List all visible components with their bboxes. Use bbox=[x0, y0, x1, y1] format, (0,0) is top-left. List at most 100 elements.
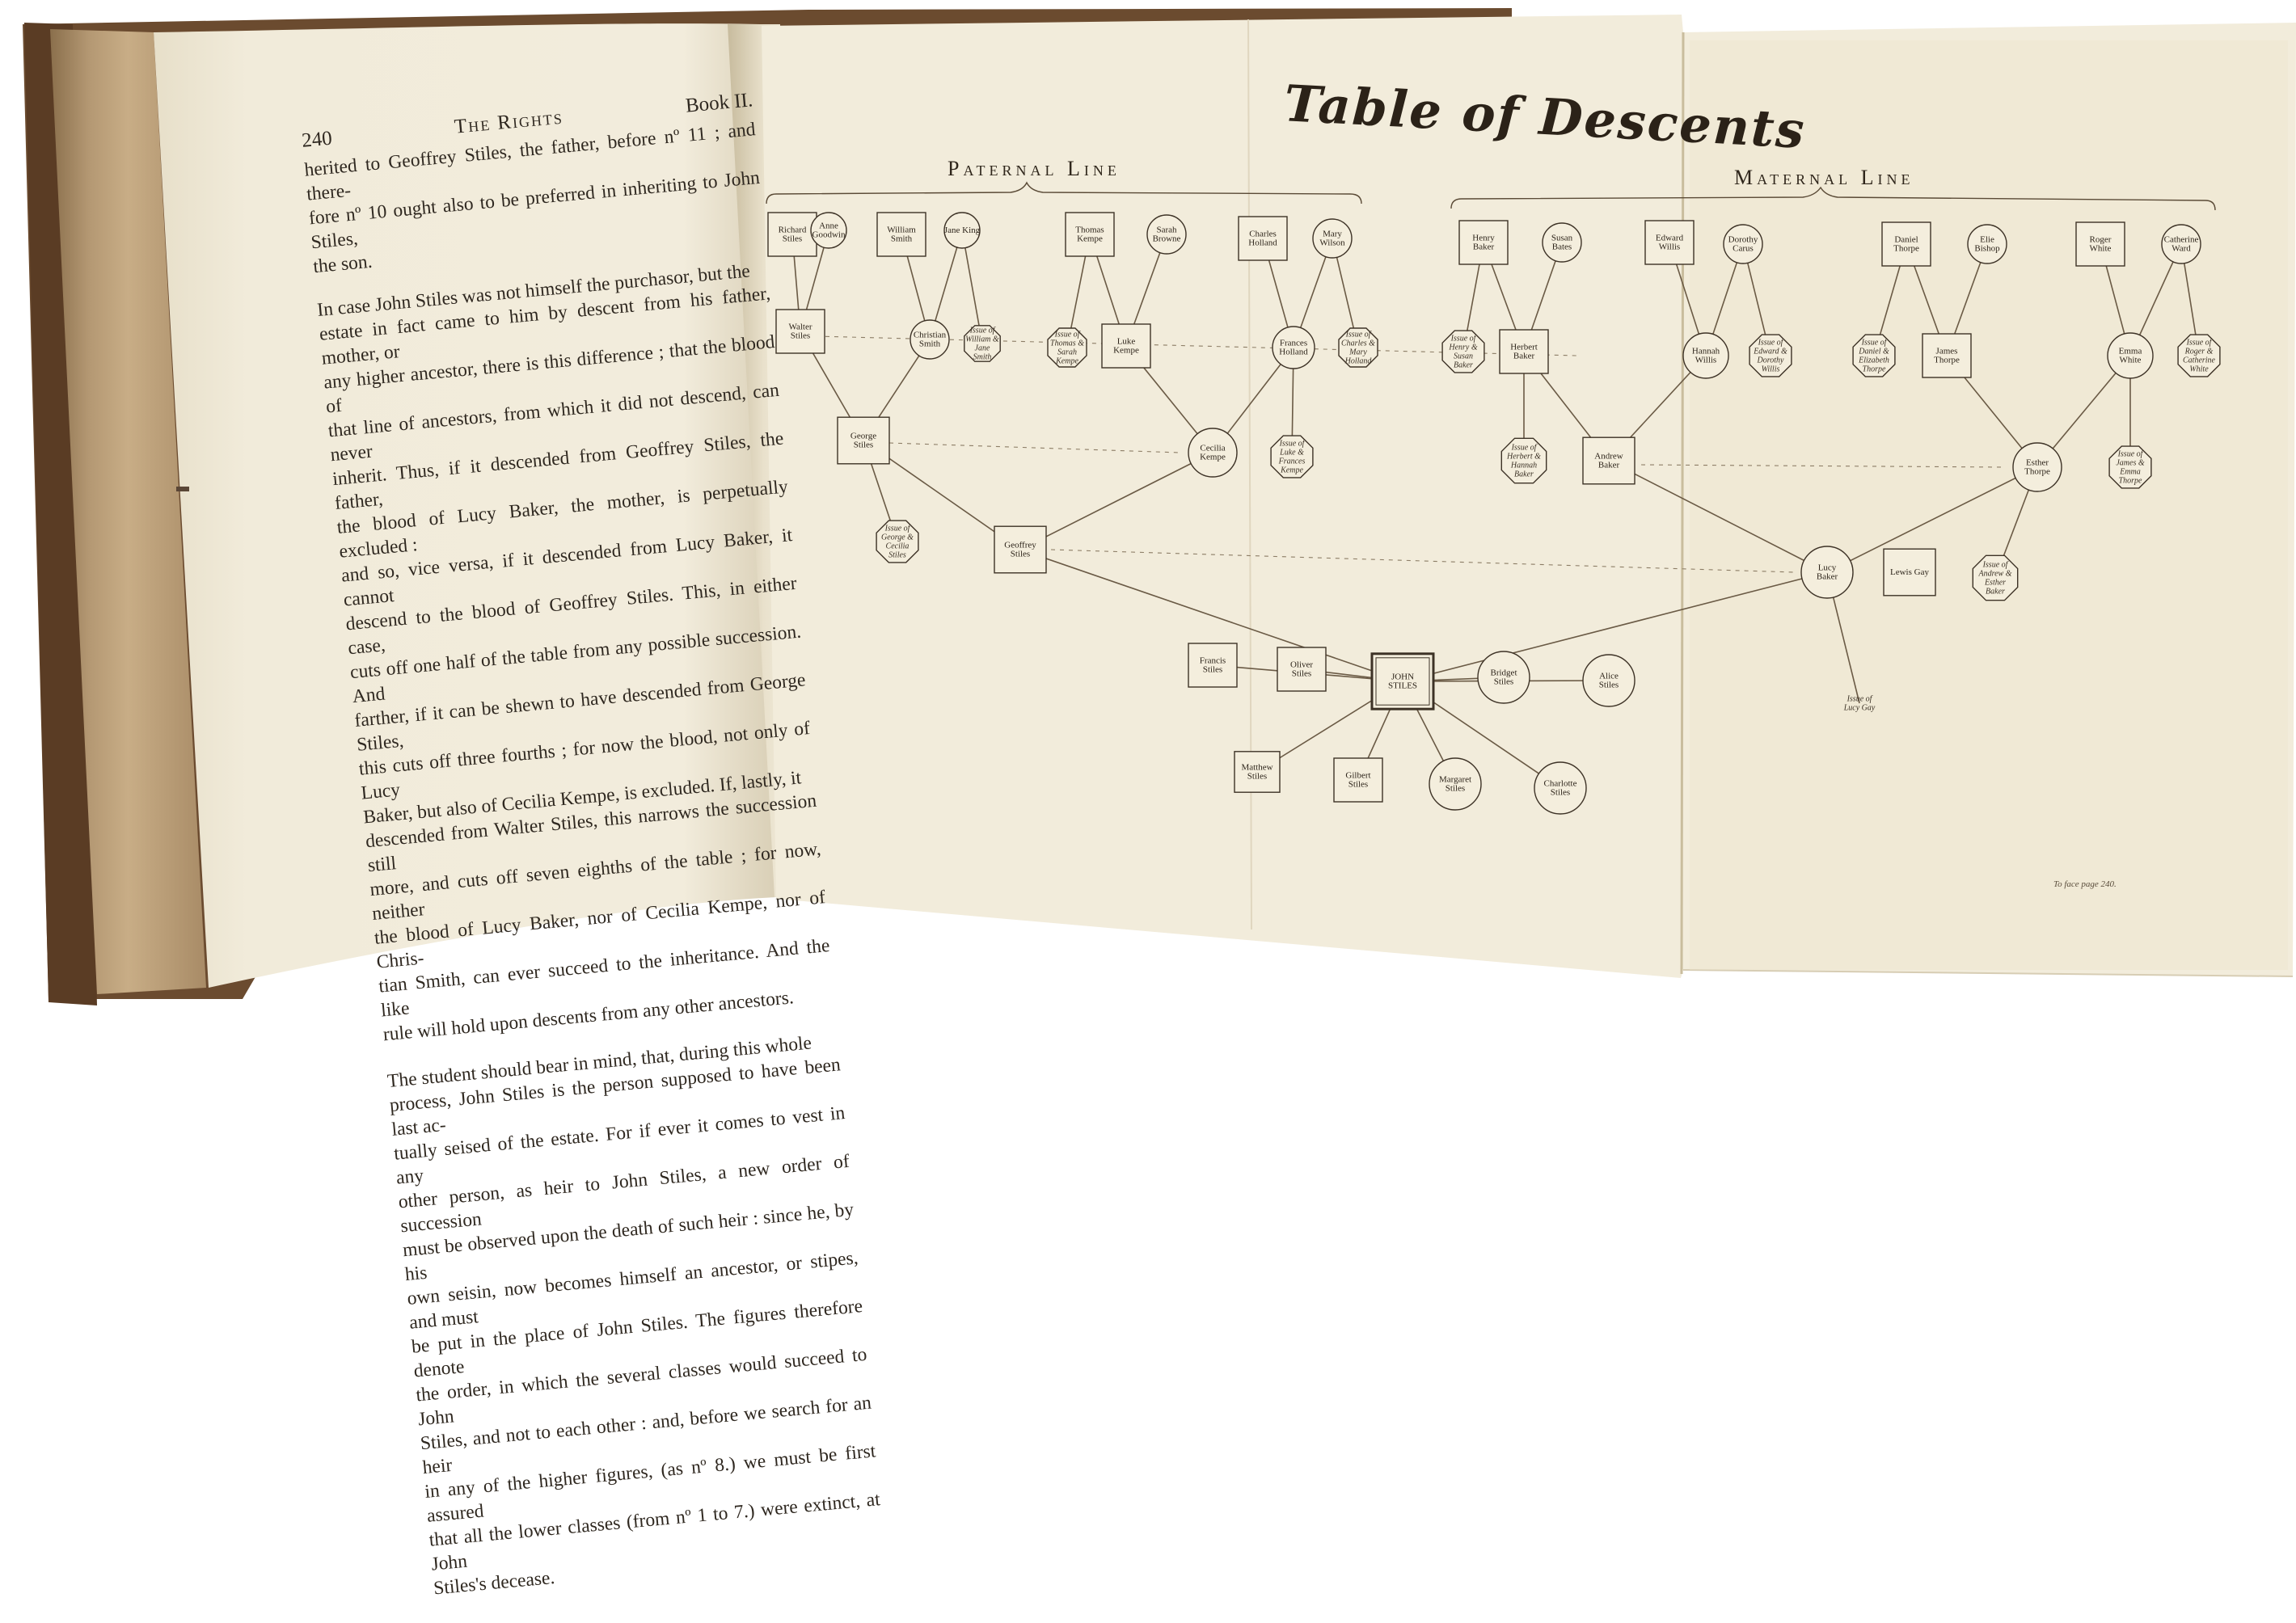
node-frame bbox=[1065, 212, 1115, 257]
node-label: Catherine bbox=[2164, 235, 2199, 245]
descent-line bbox=[1826, 466, 2038, 573]
node-frame bbox=[1188, 643, 1238, 688]
node-frame bbox=[1272, 326, 1315, 369]
node-frame bbox=[1723, 224, 1763, 264]
book-photo: 240 The Rights Book II. herited to Geoff… bbox=[23, 8, 2296, 1599]
node-label: Hannah bbox=[1510, 462, 1537, 470]
descent-line bbox=[1019, 549, 1403, 682]
node-label: Geoffrey bbox=[1004, 541, 1036, 550]
node-frame bbox=[1542, 222, 1582, 263]
node-label: Frances bbox=[1280, 339, 1307, 348]
node-label: Herbert & bbox=[1506, 453, 1541, 462]
node-label: Andrew bbox=[1594, 452, 1623, 462]
node-label: Willis bbox=[1659, 242, 1680, 252]
node-label: Thorpe bbox=[1893, 244, 1919, 254]
node-label: Sarah bbox=[1156, 226, 1177, 235]
node-label: Frances bbox=[1278, 457, 1306, 466]
node-frame bbox=[1922, 333, 1972, 378]
node-label: Alice bbox=[1599, 672, 1619, 681]
node-label: Lewis Gay bbox=[1890, 567, 1929, 577]
node-label: Smith bbox=[919, 339, 941, 349]
node-label: Holland bbox=[1279, 348, 1308, 357]
node-frame bbox=[943, 212, 981, 249]
node-frame bbox=[1477, 651, 1530, 704]
node-label: Stiles bbox=[1348, 780, 1368, 790]
node-label: Richard bbox=[779, 226, 807, 235]
node-label: William & bbox=[965, 335, 999, 344]
node-label: Jane King bbox=[944, 226, 981, 235]
node-label: Holland bbox=[1248, 238, 1277, 248]
node-label: Kempe bbox=[1077, 234, 1103, 244]
node-label: Thomas bbox=[1075, 226, 1104, 235]
descent-lines bbox=[791, 230, 2200, 789]
node-frame bbox=[1534, 761, 1587, 815]
node-label: Stiles bbox=[791, 331, 810, 341]
node-label: Sarah bbox=[1057, 348, 1077, 357]
node-label: Baker bbox=[1473, 242, 1495, 252]
node-label: James & bbox=[2116, 459, 2144, 468]
node-label: Esther bbox=[1984, 579, 2006, 588]
fore-edge bbox=[50, 29, 206, 994]
node-label: Henry bbox=[1472, 234, 1495, 243]
node-frame bbox=[910, 319, 950, 360]
node-frame bbox=[1441, 330, 1485, 373]
node-label: Cecilia bbox=[1200, 444, 1225, 453]
left-page bbox=[154, 23, 776, 988]
node-label: White bbox=[2120, 356, 2142, 365]
node-label: Daniel bbox=[1894, 235, 1918, 245]
node-label: Stiles bbox=[1494, 677, 1513, 687]
node-label: Baker bbox=[1986, 588, 2005, 597]
node-frame bbox=[1644, 220, 1695, 265]
node-label: Lucy Gay bbox=[1843, 704, 1876, 713]
node-label: Bridget bbox=[1491, 668, 1517, 678]
node-frame bbox=[1852, 334, 1896, 377]
node-label: Baker bbox=[1817, 572, 1838, 582]
node-frame bbox=[994, 525, 1047, 574]
dotted-link bbox=[1640, 464, 2006, 468]
node-label: Issue of bbox=[1345, 331, 1372, 339]
node-frame bbox=[2177, 334, 2221, 377]
node-inner-frame bbox=[1375, 657, 1430, 706]
node-label: Charlotte bbox=[1544, 779, 1577, 789]
node-label: Andrew & bbox=[1977, 570, 2011, 579]
node-frame bbox=[1972, 554, 2019, 601]
node-label: Issue of bbox=[884, 525, 911, 533]
node-frame bbox=[1800, 546, 1854, 599]
node-frame bbox=[775, 309, 825, 354]
node-frame bbox=[1338, 327, 1378, 368]
node-frame bbox=[837, 416, 890, 465]
node-label: Anne bbox=[819, 221, 838, 231]
node-label: Stiles bbox=[1446, 784, 1465, 794]
node-label: Emma bbox=[2119, 347, 2142, 356]
node-label: Bates bbox=[1552, 242, 1572, 252]
descent-line bbox=[1019, 452, 1213, 550]
node-label: Smith bbox=[891, 234, 913, 244]
node-frame bbox=[1967, 224, 2007, 264]
node-frame bbox=[2107, 332, 2154, 379]
node-label: Issue of bbox=[1847, 695, 1873, 704]
node-label: Willis bbox=[1762, 365, 1780, 374]
pedigree-node: Lewis Gay bbox=[1883, 548, 1936, 597]
node-frame bbox=[1146, 214, 1187, 255]
node-label: Elizabeth bbox=[1858, 356, 1889, 365]
node-frame bbox=[1234, 751, 1281, 793]
node-label: Ward bbox=[2171, 244, 2191, 254]
